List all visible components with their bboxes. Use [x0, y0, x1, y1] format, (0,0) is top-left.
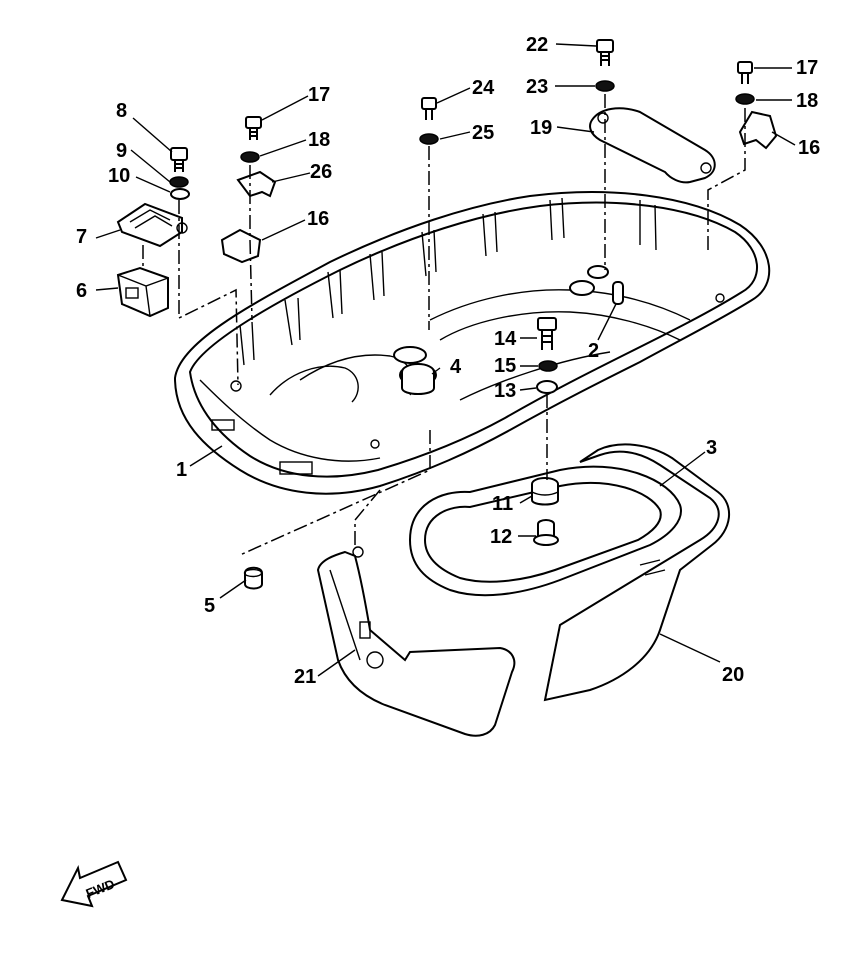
clip-26 — [236, 170, 277, 198]
clip-16-right — [738, 110, 778, 150]
callout-16-right: 16 — [798, 137, 820, 159]
callout-24: 24 — [472, 77, 495, 99]
washer-9 — [169, 176, 189, 188]
pin-2 — [612, 281, 624, 305]
callout-9: 9 — [116, 140, 127, 162]
callout-19: 19 — [530, 117, 552, 139]
bottom-cowling — [173, 191, 771, 495]
plug-5 — [243, 566, 263, 590]
lower-cover-right — [543, 443, 731, 702]
callout-17-right: 17 — [796, 57, 818, 79]
fwd-direction-arrow: FWD — [60, 860, 128, 908]
callout-20: 20 — [722, 664, 744, 686]
bolt-24 — [421, 97, 437, 120]
callout-10: 10 — [108, 165, 130, 187]
callout-13: 13 — [494, 380, 516, 402]
washer-18-right — [735, 93, 755, 105]
part-7-bracket — [116, 202, 188, 248]
callout-17-left: 17 — [308, 84, 330, 106]
callout-8: 8 — [116, 100, 127, 122]
bolt-17-right — [737, 61, 753, 84]
lower-cover-left — [316, 546, 516, 737]
collar-12 — [533, 519, 559, 546]
callout-21: 21 — [294, 666, 316, 688]
washer-10 — [170, 188, 190, 200]
callout-18-right: 18 — [796, 90, 818, 112]
mount-4 — [401, 363, 435, 395]
callout-12: 12 — [490, 526, 512, 548]
bolt-17-left — [245, 116, 262, 140]
callout-18-left: 18 — [308, 129, 330, 151]
callout-11: 11 — [492, 493, 513, 515]
bolt-14 — [537, 317, 557, 350]
callout-26: 26 — [310, 161, 332, 183]
washer-23 — [595, 80, 615, 92]
part-6-housing — [116, 266, 169, 318]
washer-13 — [536, 380, 558, 394]
cover-plate-19 — [589, 107, 716, 184]
callout-23: 23 — [526, 76, 548, 98]
callout-labels: 8 9 10 7 6 17 18 26 16 24 25 22 23 19 17… — [76, 34, 820, 688]
callout-1: 1 — [176, 459, 187, 481]
callout-15: 15 — [494, 355, 516, 377]
washer-25 — [419, 133, 439, 145]
bolt-22 — [596, 39, 614, 66]
callout-7: 7 — [76, 226, 87, 248]
callout-16-left: 16 — [307, 208, 329, 230]
washer-18-left — [240, 151, 260, 163]
callout-14: 14 — [494, 328, 517, 350]
leader-lines — [95, 43, 796, 677]
seal-gasket — [408, 465, 682, 597]
callout-25: 25 — [472, 122, 494, 144]
callout-5: 5 — [204, 595, 215, 617]
callout-2: 2 — [588, 340, 599, 362]
washer-15 — [538, 360, 558, 372]
callout-6: 6 — [76, 280, 87, 302]
callout-22: 22 — [526, 34, 548, 56]
callout-4: 4 — [450, 356, 462, 378]
assembly-lines — [142, 94, 746, 556]
bolt-8 — [170, 147, 188, 172]
callout-3: 3 — [706, 437, 717, 459]
grommet-11 — [531, 477, 559, 506]
block-16-left — [220, 228, 262, 264]
